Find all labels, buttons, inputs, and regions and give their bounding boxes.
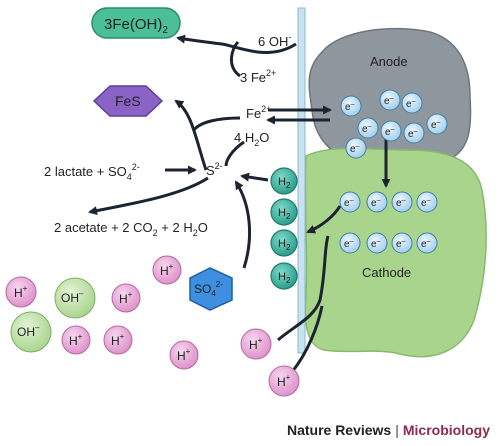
electron: e– (416, 191, 438, 213)
svg-text:e–: e– (396, 238, 406, 250)
arrow-electron-to-h2 (306, 205, 342, 234)
arrow-sulfide-to-acetate (88, 176, 209, 216)
svg-text:FeS: FeS (115, 93, 141, 109)
svg-text:H2: H2 (278, 271, 291, 285)
protons: H+ H+ H+ H+ H+ H+ H+ H+ (5, 255, 300, 397)
electron: e– (357, 117, 379, 139)
arrow-proton2-to-cathode (290, 305, 324, 373)
svg-text:H+: H+ (249, 336, 263, 352)
hydrogen-molecule: H2 (270, 167, 298, 195)
proton: H+ (240, 328, 272, 360)
credit-journal: Nature Reviews (286, 422, 392, 438)
svg-text:e–: e– (350, 143, 360, 155)
hydroxide-label: 6 OH- (258, 32, 291, 49)
svg-text:e–: e– (344, 197, 354, 209)
arrow-h2-to-sulfide (240, 172, 269, 182)
fes-node: FeS (92, 85, 164, 117)
cathode-body (304, 147, 487, 358)
arrow-so4-to-sulfide (234, 180, 252, 269)
electron: e– (366, 191, 388, 213)
electron: e– (391, 232, 413, 254)
ferrous-label: Fe2+ (246, 104, 271, 121)
svg-text:e–: e– (406, 98, 416, 110)
svg-text:e–: e– (345, 101, 355, 113)
proton: H+ (169, 340, 199, 370)
electron: e– (426, 113, 448, 135)
hydroxide-ion: OH– (54, 277, 96, 319)
proton: H+ (5, 276, 37, 308)
cathode-label: Cathode (362, 265, 411, 280)
proton: H+ (103, 325, 133, 355)
hydrogen-molecule: H2 (270, 229, 298, 257)
svg-text:e–: e– (344, 238, 354, 250)
lactate-sulfate-label: 2 lactate + SO42- (44, 162, 140, 182)
svg-text:e–: e– (371, 238, 381, 250)
svg-text:SO42-: SO42- (194, 280, 223, 298)
acetate-label: 2 acetate + 2 CO2 + 2 H2O (54, 220, 208, 238)
svg-text:H2: H2 (278, 238, 291, 252)
hydrogen-molecule: H2 (270, 262, 298, 290)
svg-text:H+: H+ (14, 284, 28, 300)
svg-text:e–: e– (396, 197, 406, 209)
cathode-electrons: e– e– e– e– e– e– e– e– (339, 191, 438, 254)
arrow-water-branch (224, 140, 245, 167)
svg-text:OH–: OH– (61, 289, 84, 305)
svg-text:H+: H+ (69, 332, 83, 348)
electron: e– (345, 137, 367, 159)
svg-text:3Fe(OH)2: 3Fe(OH)2 (104, 16, 168, 36)
svg-text:e–: e– (421, 197, 431, 209)
hydrogen-column: H2 H2 H2 H2 (270, 167, 298, 290)
ferrous-three-label: 3 Fe2+ (240, 68, 276, 85)
svg-text:H2: H2 (278, 207, 291, 221)
electron: e– (403, 122, 425, 144)
proton: H+ (111, 283, 141, 313)
arrow-to-fes (174, 99, 208, 171)
svg-text:e–: e– (362, 123, 372, 135)
electron: e– (416, 232, 438, 254)
svg-text:H+: H+ (177, 347, 191, 363)
svg-text:e–: e– (408, 128, 418, 140)
sulfide-label: S2- (206, 161, 223, 178)
arrow-fe2-branch (192, 116, 241, 132)
electron: e– (380, 120, 402, 142)
svg-text:H+: H+ (119, 290, 133, 306)
svg-text:H+: H+ (277, 373, 291, 389)
electron: e– (339, 191, 361, 213)
electron: e– (339, 232, 361, 254)
hydroxide-ions: OH– OH– (10, 277, 96, 353)
sulfate-node: SO42- (189, 267, 233, 311)
electrode-plate (297, 7, 306, 354)
proton: H+ (152, 255, 182, 285)
svg-text:OH–: OH– (17, 323, 40, 339)
svg-text:e–: e– (431, 119, 441, 131)
electron: e– (379, 89, 401, 111)
electron: e– (340, 95, 362, 117)
proton: H+ (268, 365, 300, 397)
svg-text:H2: H2 (278, 176, 291, 190)
svg-text:H+: H+ (160, 262, 174, 278)
fe-oh2-node: 3Fe(OH)2 (91, 7, 181, 39)
electron: e– (401, 92, 423, 114)
svg-text:e–: e– (384, 95, 394, 107)
hydrogen-molecule: H2 (270, 198, 298, 226)
proton: H+ (61, 325, 91, 355)
svg-text:e–: e– (421, 238, 431, 250)
credit-subject: Microbiology (402, 422, 490, 438)
svg-text:H+: H+ (111, 332, 125, 348)
journal-credit: Nature Reviews|Microbiology (287, 422, 490, 438)
hydroxide-ion: OH– (10, 311, 52, 353)
electron: e– (391, 191, 413, 213)
arrow-fe2-to-fe-oh (230, 40, 241, 78)
svg-text:e–: e– (385, 126, 395, 138)
arrow-to-feoh2 (176, 34, 297, 54)
electron: e– (366, 232, 388, 254)
arrow-proton-to-cathode (277, 235, 330, 342)
water-label: 4 H2O (234, 130, 269, 148)
anode-label: Anode (370, 54, 408, 69)
anode-electrons: e– e– e– e– e– e– e– e– (340, 89, 448, 159)
svg-text:e–: e– (371, 197, 381, 209)
credit-separator: | (395, 422, 399, 438)
